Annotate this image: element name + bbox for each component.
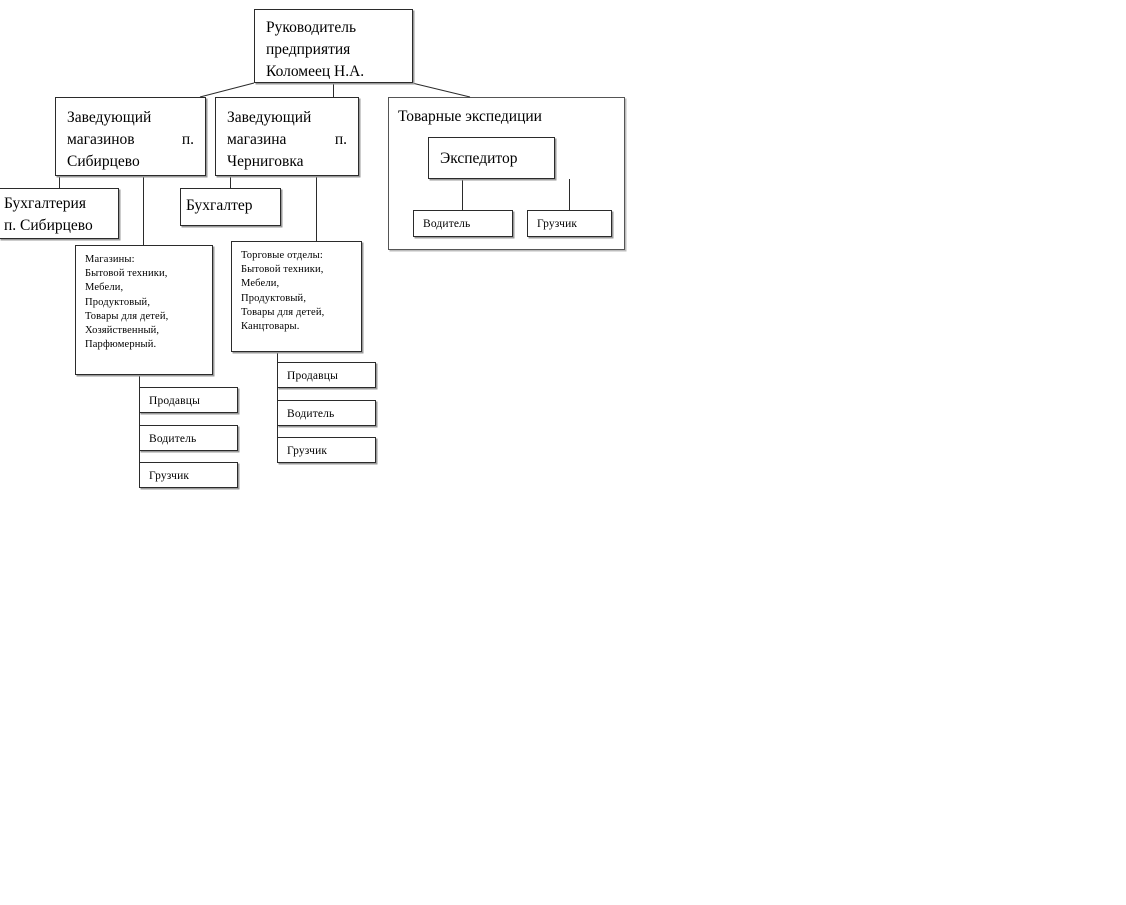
node-shops-sellers[interactable]: Продавцы [139, 387, 238, 413]
node-shops-list-text: Магазины: Бытовой техники, Мебели, Проду… [85, 254, 169, 351]
node-expeditor-label: Экспедитор [440, 150, 518, 167]
node-manager-sibircevo-line2: магазинов п. [67, 131, 194, 148]
node-accountant-label: Бухгалтер [186, 197, 253, 214]
node-trade-departments-list-text: Торговые отделы: Бытовой техники, Мебели… [241, 250, 325, 333]
node-expedition-loader-label: Грузчик [537, 218, 578, 230]
node-expedition-driver-label: Водитель [423, 218, 471, 230]
node-manager-sibircevo[interactable]: Заведующий магазинов п. Сибирцево [55, 97, 206, 176]
node-shops-sellers-label: Продавцы [149, 395, 200, 407]
connector-director-chernigovka [333, 83, 334, 97]
node-director-line3: Коломеец Н.А. [266, 63, 365, 80]
node-departments-sellers[interactable]: Продавцы [277, 362, 376, 388]
node-departments-driver[interactable]: Водитель [277, 400, 376, 426]
node-accounting-sibircevo-line2: п. Сибирцево [4, 217, 93, 234]
node-departments-loader-label: Грузчик [287, 445, 328, 457]
node-accounting-sibircevo[interactable]: Бухгалтерия п. Сибирцево [0, 188, 119, 239]
node-manager-chernigovka-line2: магазина п. [227, 131, 347, 148]
node-shops-driver[interactable]: Водитель [139, 425, 238, 451]
connector-expeditor-loader [569, 179, 570, 210]
node-trade-departments-list[interactable]: Торговые отделы: Бытовой техники, Мебели… [231, 241, 362, 352]
node-director-line1: Руководитель [266, 19, 357, 36]
node-shops-list[interactable]: Магазины: Бытовой техники, Мебели, Проду… [75, 245, 213, 375]
node-departments-driver-label: Водитель [287, 408, 335, 420]
node-expedition-driver[interactable]: Водитель [413, 210, 513, 237]
node-manager-chernigovka-line1: Заведующий [227, 109, 312, 126]
connector-chernigovka-accountant [230, 176, 231, 188]
connector-sibircevo-shops [143, 176, 144, 245]
node-expeditor[interactable]: Экспедитор [428, 137, 555, 179]
node-director-line2: предприятия [266, 41, 351, 58]
node-manager-sibircevo-line3: Сибирцево [67, 153, 140, 170]
connector-expeditor-driver [462, 179, 463, 210]
node-shops-loader-label: Грузчик [149, 470, 190, 482]
node-accounting-sibircevo-line1: Бухгалтерия [4, 195, 86, 212]
node-manager-chernigovka[interactable]: Заведующий магазина п. Черниговка [215, 97, 359, 176]
connector-sibircevo-accounting [59, 176, 60, 188]
connector-chernigovka-departments [316, 176, 317, 241]
node-shops-loader[interactable]: Грузчик [139, 462, 238, 488]
node-departments-loader[interactable]: Грузчик [277, 437, 376, 463]
node-manager-chernigovka-line3: Черниговка [227, 153, 304, 170]
node-expedition-loader[interactable]: Грузчик [527, 210, 612, 237]
node-departments-sellers-label: Продавцы [287, 370, 338, 382]
node-director[interactable]: Руководитель предприятия Коломеец Н.А. [254, 9, 413, 83]
node-accountant[interactable]: Бухгалтер [180, 188, 281, 226]
node-shops-driver-label: Водитель [149, 433, 197, 445]
node-manager-sibircevo-line1: Заведующий [67, 109, 152, 126]
node-expeditions-group-label: Товарные экспедиции [398, 108, 542, 125]
